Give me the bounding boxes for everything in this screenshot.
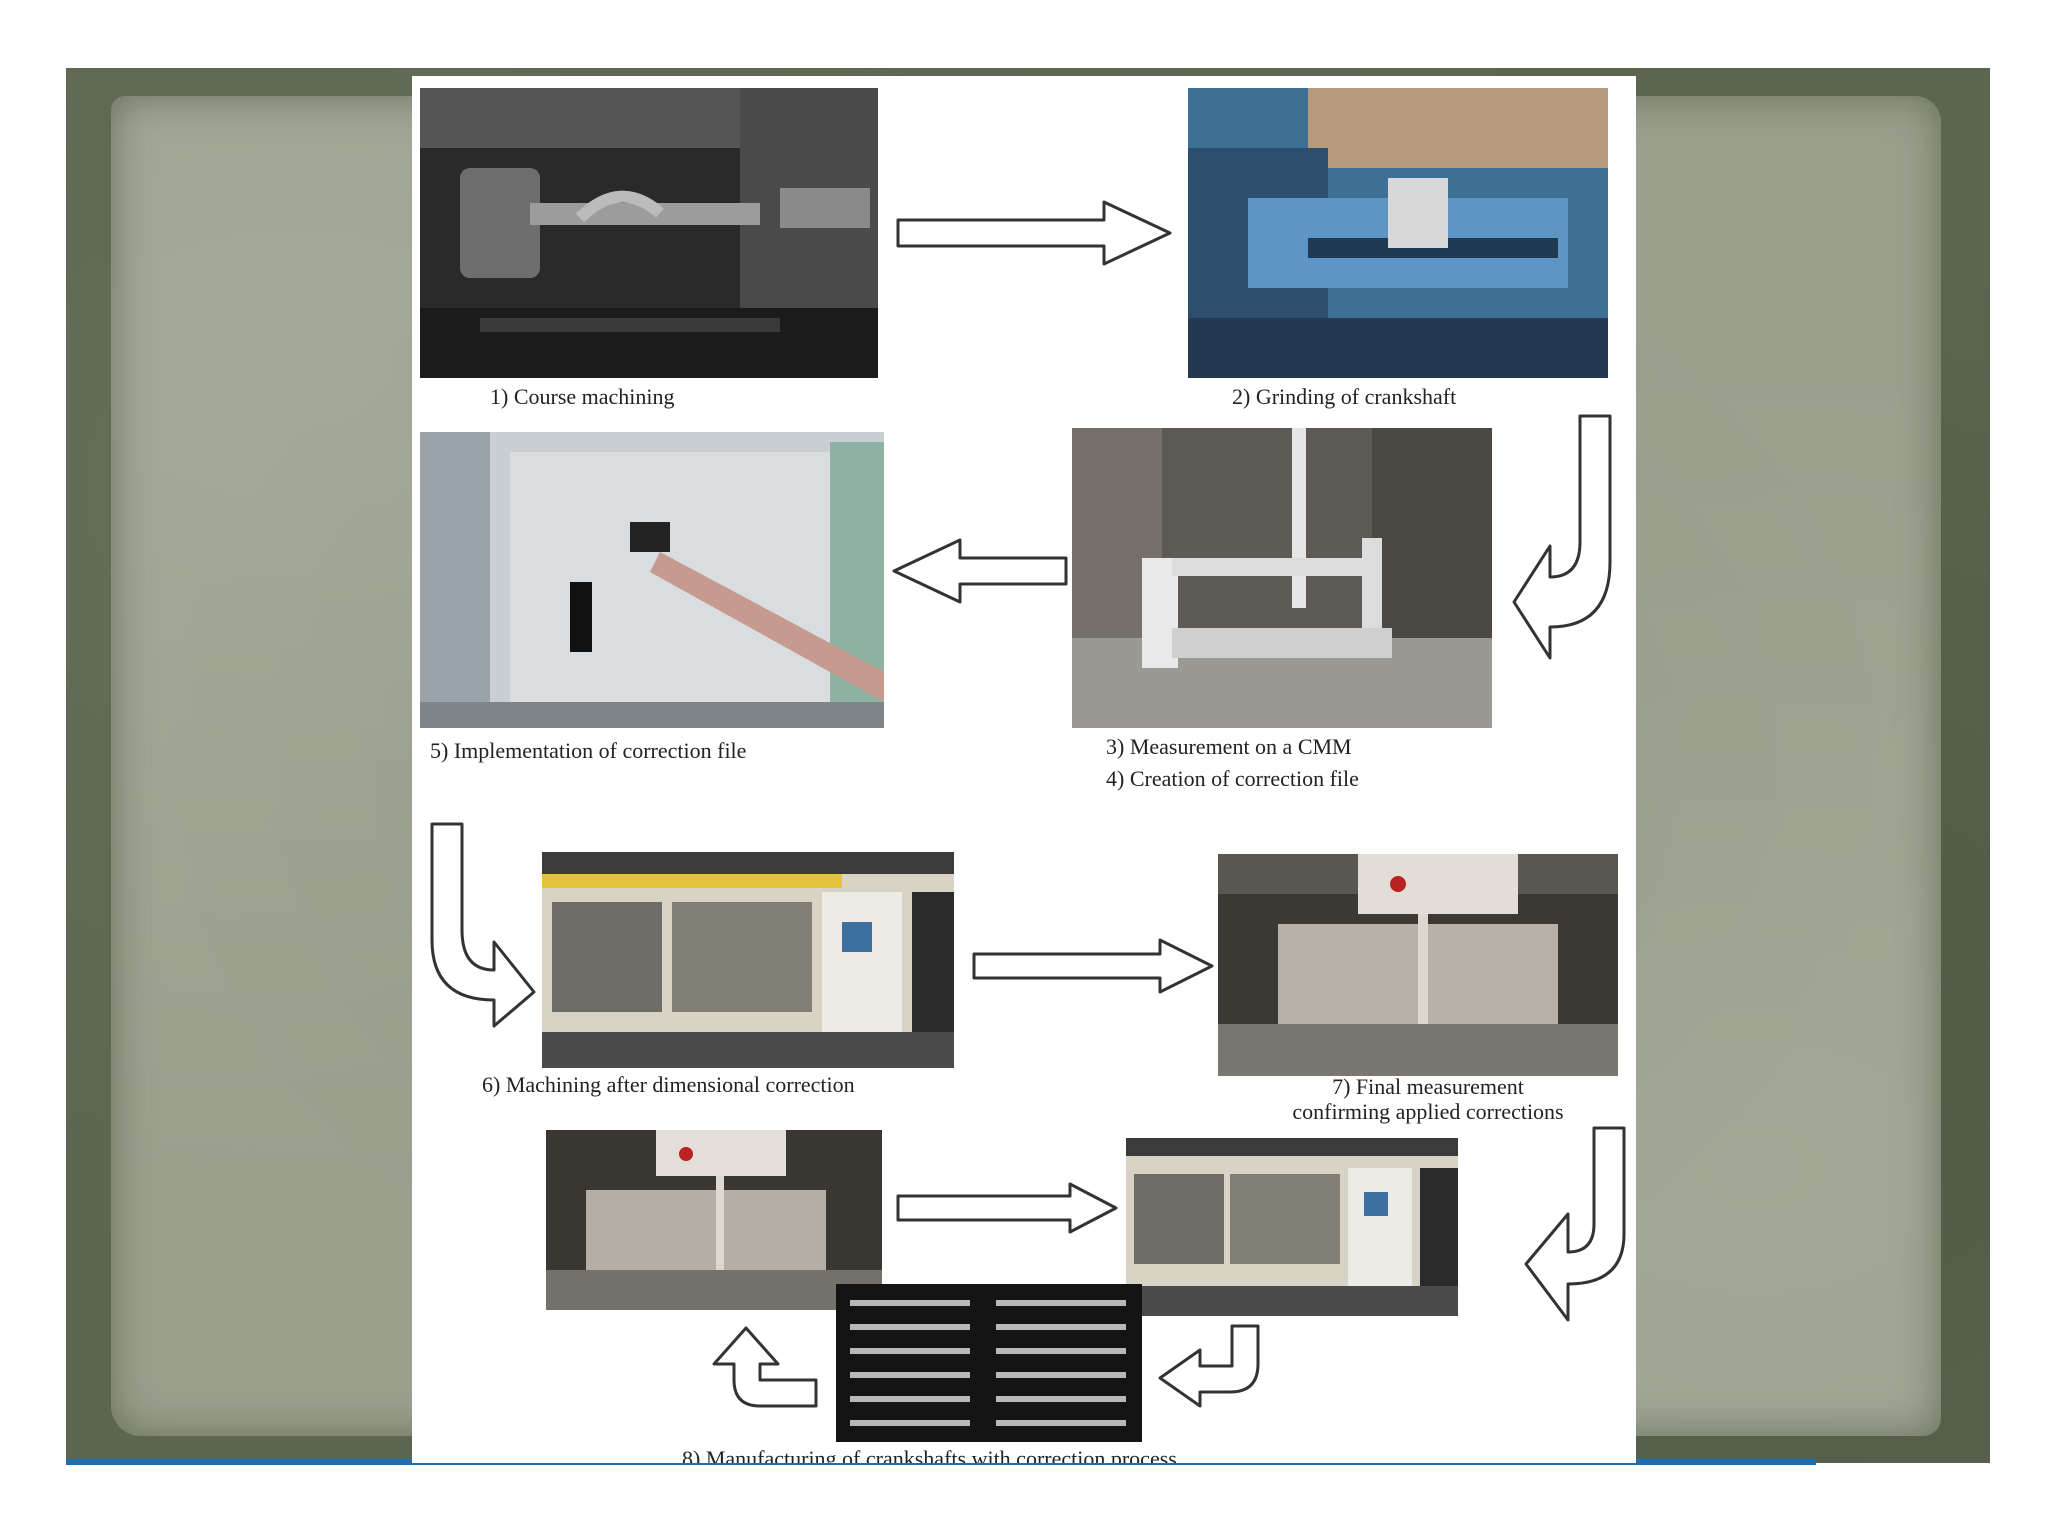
caption-step-5: 5) Implementation of correction file bbox=[430, 738, 747, 763]
photo-crankshafts-tray bbox=[836, 1284, 1142, 1442]
caption-step-8: 8) Manufacturing of crankshafts with cor… bbox=[682, 1446, 1177, 1463]
caption-step-2: 2) Grinding of crankshaft bbox=[1232, 384, 1457, 409]
photo-course-machining bbox=[420, 88, 878, 378]
arrow-right-icon bbox=[896, 200, 1172, 266]
photo-cmm-measurement bbox=[1072, 428, 1492, 728]
photo-final-measurement bbox=[1218, 854, 1618, 1076]
hook-arrow-up-icon bbox=[712, 1326, 818, 1408]
hook-arrow-left-icon bbox=[1158, 1324, 1260, 1408]
curved-arrow-down-icon bbox=[1512, 414, 1612, 660]
arrow-right-icon bbox=[972, 938, 1214, 994]
caption-step-7: 7) Final measurement confirming applied … bbox=[1238, 1074, 1618, 1125]
photo-machining-production bbox=[1126, 1138, 1458, 1316]
caption-step-7-line-1: 7) Final measurement bbox=[1332, 1074, 1524, 1099]
curved-arrow-right-icon bbox=[430, 822, 536, 1028]
caption-step-4: 4) Creation of correction file bbox=[1106, 766, 1359, 791]
caption-step-6: 6) Machining after dimensional correctio… bbox=[482, 1072, 855, 1097]
caption-step-1: 1) Course machining bbox=[490, 384, 675, 409]
photo-grinding-crankshaft bbox=[1188, 88, 1608, 378]
caption-step-3: 3) Measurement on a CMM bbox=[1106, 734, 1352, 759]
arrow-left-icon bbox=[892, 538, 1068, 604]
arrow-right-icon bbox=[896, 1182, 1118, 1234]
process-flow-figure: 1) Course machining 2) Grinding of crank… bbox=[412, 76, 1636, 1463]
photo-implementation-correction bbox=[420, 432, 884, 728]
curved-arrow-down-icon bbox=[1524, 1126, 1626, 1322]
caption-step-7-line-2: confirming applied corrections bbox=[1292, 1099, 1564, 1125]
photo-machining-after-correction bbox=[542, 852, 954, 1068]
photo-cmm-production bbox=[546, 1130, 882, 1310]
